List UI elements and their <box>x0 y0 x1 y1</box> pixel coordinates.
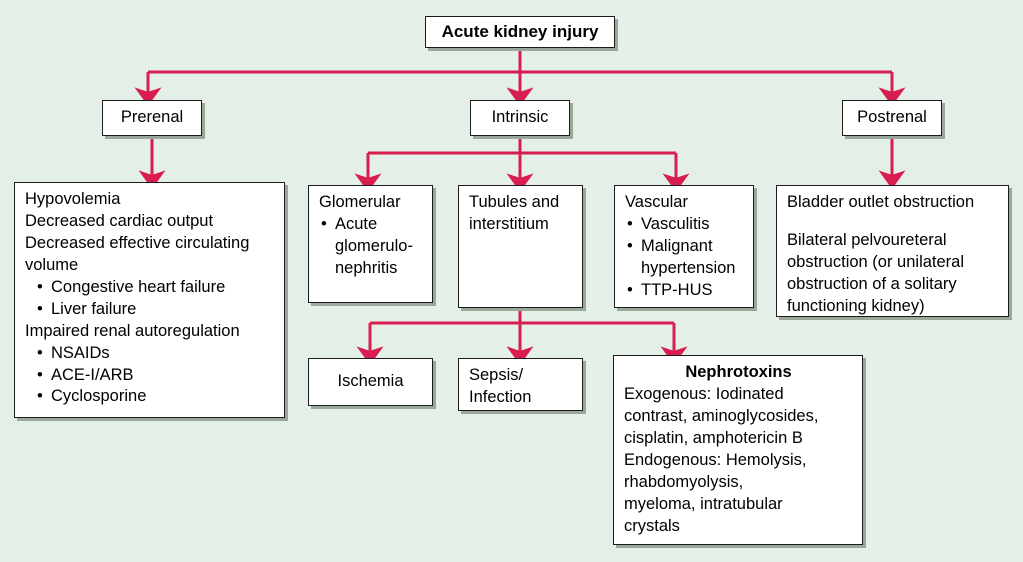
node-nephrotoxins[interactable]: Nephrotoxins Exogenous: Iodinated contra… <box>613 355 863 545</box>
node-prerenal-label: Prerenal <box>120 108 184 127</box>
vascular-bullet-2-line-2: hypertension <box>641 258 736 277</box>
glomerular-bullet-line-3: nephritis <box>335 258 398 277</box>
nephrotoxins-heading: Nephrotoxins <box>685 363 792 381</box>
postrenal-line-3: obstruction (or unilateral <box>787 252 965 271</box>
list-item: Vasculitis <box>625 214 744 236</box>
list-item: ACE-I/ARB <box>35 365 275 387</box>
node-postrenal[interactable]: Postrenal <box>842 100 942 136</box>
postrenal-line-4: obstruction of a solitary <box>787 274 957 293</box>
tubules-title-line-2: interstitium <box>469 214 549 233</box>
prerenal-line-3: Decreased effective circulating <box>25 233 250 252</box>
node-root-label: Acute kidney injury <box>441 21 599 41</box>
glomerular-bullet-line-2: glomerulo- <box>335 236 413 255</box>
list-item: NSAIDs <box>35 343 275 365</box>
prerenal-line-1: Hypovolemia <box>25 190 121 208</box>
vascular-bullet-2-line-1: Malignant <box>641 236 713 255</box>
nephrotoxins-line-5: rhabdomyolysis, <box>624 472 744 491</box>
node-postrenal-label: Postrenal <box>857 108 927 127</box>
node-ischemia[interactable]: Ischemia <box>308 358 433 406</box>
vascular-bullets: Vasculitis Malignant hypertension TTP-HU… <box>625 214 744 302</box>
node-postrenal-causes[interactable]: Bladder outlet obstruction Bilateral pel… <box>776 185 1009 317</box>
nephrotoxins-line-1: Exogenous: Iodinated <box>624 384 784 403</box>
ischemia-label: Ischemia <box>337 372 404 391</box>
prerenal-line-5: Impaired renal autoregulation <box>25 321 240 340</box>
glomerular-bullets: Acute glomerulo- nephritis <box>319 214 423 280</box>
vascular-title: Vascular <box>625 193 688 211</box>
node-prerenal[interactable]: Prerenal <box>102 100 202 136</box>
node-intrinsic[interactable]: Intrinsic <box>470 100 570 136</box>
nephrotoxins-line-2: contrast, aminoglycosides, <box>624 406 819 425</box>
prerenal-line-2: Decreased cardiac output <box>25 211 214 230</box>
prerenal-line-4: volume <box>25 255 79 274</box>
nephrotoxins-line-3: cisplatin, amphotericin B <box>624 428 803 447</box>
prerenal-bullets-hypovolemia: Congestive heart failure Liver failure <box>25 277 275 321</box>
tubules-title-line-1: Tubules and <box>469 193 560 211</box>
sepsis-line-2: Infection <box>469 387 532 406</box>
nephrotoxins-line-6: myeloma, intratubular <box>624 494 783 513</box>
postrenal-line-1: Bladder outlet obstruction <box>787 193 975 211</box>
list-item: Malignant hypertension <box>625 236 744 280</box>
node-prerenal-causes[interactable]: Hypovolemia Decreased cardiac output Dec… <box>14 182 285 418</box>
postrenal-spacer <box>787 214 999 230</box>
glomerular-bullet-line-1: Acute <box>335 214 378 233</box>
nephrotoxins-line-7: crystals <box>624 516 680 535</box>
list-item: Cyclosporine <box>35 386 275 408</box>
list-item: Congestive heart failure <box>35 277 275 299</box>
prerenal-bullets-autoregulation: NSAIDs ACE-I/ARB Cyclosporine <box>25 343 275 409</box>
node-root[interactable]: Acute kidney injury <box>425 16 615 48</box>
postrenal-line-2: Bilateral pelvoureteral <box>787 230 947 249</box>
nephrotoxins-line-4: Endogenous: Hemolysis, <box>624 450 807 469</box>
node-sepsis-infection[interactable]: Sepsis/ Infection <box>458 358 583 411</box>
postrenal-line-5: functioning kidney) <box>787 296 925 315</box>
node-intrinsic-label: Intrinsic <box>491 108 549 127</box>
sepsis-line-1: Sepsis/ <box>469 366 524 384</box>
list-item: Acute glomerulo- nephritis <box>319 214 423 280</box>
list-item: Liver failure <box>35 299 275 321</box>
node-tubules-interstitium[interactable]: Tubules and interstitium <box>458 185 583 308</box>
list-item: TTP-HUS <box>625 280 744 302</box>
node-vascular[interactable]: Vascular Vasculitis Malignant hypertensi… <box>614 185 754 308</box>
glomerular-title: Glomerular <box>319 193 401 211</box>
node-glomerular[interactable]: Glomerular Acute glomerulo- nephritis <box>308 185 433 303</box>
